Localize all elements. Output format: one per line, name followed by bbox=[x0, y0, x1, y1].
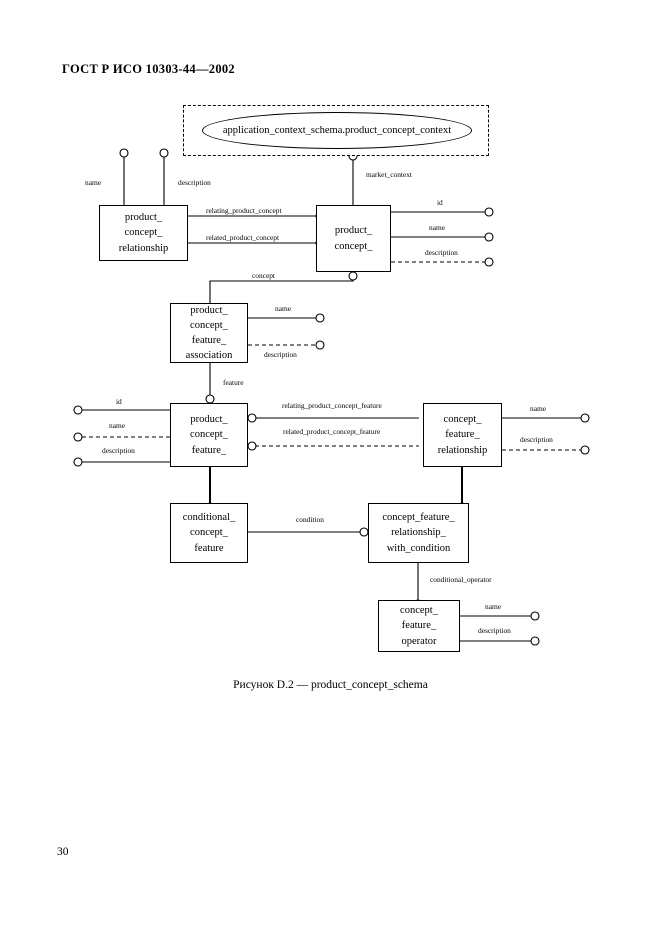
entity-line: relationship bbox=[118, 242, 169, 254]
schema-reference-label: application_context_schema.product_conce… bbox=[222, 125, 452, 136]
label-pcfa-description: description bbox=[264, 350, 297, 359]
entity-concept-feature-operator[interactable]: concept_ feature_ operator bbox=[378, 600, 460, 652]
entity-line: feature bbox=[194, 542, 224, 554]
label-pcfa-name: name bbox=[275, 304, 292, 313]
entity-line: concept_ bbox=[124, 227, 163, 239]
entity-line: association bbox=[185, 350, 233, 362]
entity-concept-feature-relationship-with-condition[interactable]: concept_feature_ relationship_ with_cond… bbox=[368, 503, 469, 563]
label-pcr-name: name bbox=[85, 178, 102, 187]
label-relating-product-concept: relating_product_concept bbox=[206, 206, 282, 215]
label-cfr-description: description bbox=[520, 435, 553, 444]
label-concept: concept bbox=[252, 271, 275, 280]
entity-product-concept-feature-association[interactable]: product_ concept_ feature_ association bbox=[170, 303, 248, 363]
entity-line: concept_ bbox=[190, 319, 228, 331]
entity-line: operator bbox=[401, 635, 437, 647]
entity-product-concept-feature[interactable]: product_ concept_ feature_ bbox=[170, 403, 248, 467]
label-market-context: market_context bbox=[366, 170, 412, 179]
entity-line: product_ bbox=[190, 304, 228, 316]
label-pcr-description: description bbox=[178, 178, 211, 187]
page-number: 30 bbox=[57, 846, 69, 858]
label-related-product-concept: related_product_concept bbox=[206, 233, 280, 242]
entity-line: concept_ bbox=[334, 240, 373, 252]
entity-line: concept_ bbox=[190, 429, 228, 441]
entity-line: feature_ bbox=[445, 429, 480, 441]
label-pc-name: name bbox=[429, 223, 446, 232]
label-pcf-name: name bbox=[109, 421, 126, 430]
entity-line: with_condition bbox=[386, 542, 451, 554]
entity-line: product_ bbox=[124, 212, 163, 224]
entity-conditional-concept-feature[interactable]: conditional_ concept_ feature bbox=[170, 503, 248, 563]
label-pc-id: id bbox=[437, 198, 443, 207]
label-pc-description: description bbox=[425, 248, 458, 257]
entity-product-concept[interactable]: product_ concept_ bbox=[316, 205, 391, 272]
label-pcf-id: id bbox=[116, 397, 122, 406]
entity-product-concept-relationship[interactable]: product_ concept_ relationship bbox=[99, 205, 188, 261]
label-related-product-concept-feature: related_product_concept_feature bbox=[283, 427, 381, 436]
entity-line: product_ bbox=[334, 225, 373, 237]
schema-reference-ellipse: application_context_schema.product_conce… bbox=[202, 112, 472, 149]
figure-caption: Рисунок D.2 — product_concept_schema bbox=[233, 679, 428, 691]
label-condition: condition bbox=[296, 515, 324, 524]
entity-line: product_ bbox=[190, 414, 228, 426]
label-pcf-description: description bbox=[102, 446, 135, 455]
entity-line: concept_ bbox=[443, 414, 482, 426]
entity-line: concept_ bbox=[190, 527, 228, 539]
entity-line: relationship bbox=[437, 444, 488, 456]
entity-line: feature_ bbox=[191, 335, 227, 346]
label-cfr-name: name bbox=[530, 404, 547, 413]
entity-line: relationship_ bbox=[391, 527, 446, 539]
entity-line: conditional_ bbox=[182, 512, 236, 524]
entity-line: feature_ bbox=[191, 444, 227, 456]
label-feature: feature bbox=[223, 378, 244, 387]
document-header: ГОСТ Р ИСО 10303-44—2002 bbox=[62, 62, 235, 76]
label-cfo-description: description bbox=[478, 626, 511, 635]
label-conditional-operator: conditional_operator bbox=[430, 575, 492, 584]
entity-concept-feature-relationship[interactable]: concept_ feature_ relationship bbox=[423, 403, 502, 467]
entity-line: concept_feature_ bbox=[382, 512, 455, 524]
label-relating-product-concept-feature: relating_product_concept_feature bbox=[282, 401, 382, 410]
label-cfo-name: name bbox=[485, 602, 502, 611]
entity-line: concept_ bbox=[400, 605, 438, 617]
entity-line: feature_ bbox=[401, 620, 437, 632]
